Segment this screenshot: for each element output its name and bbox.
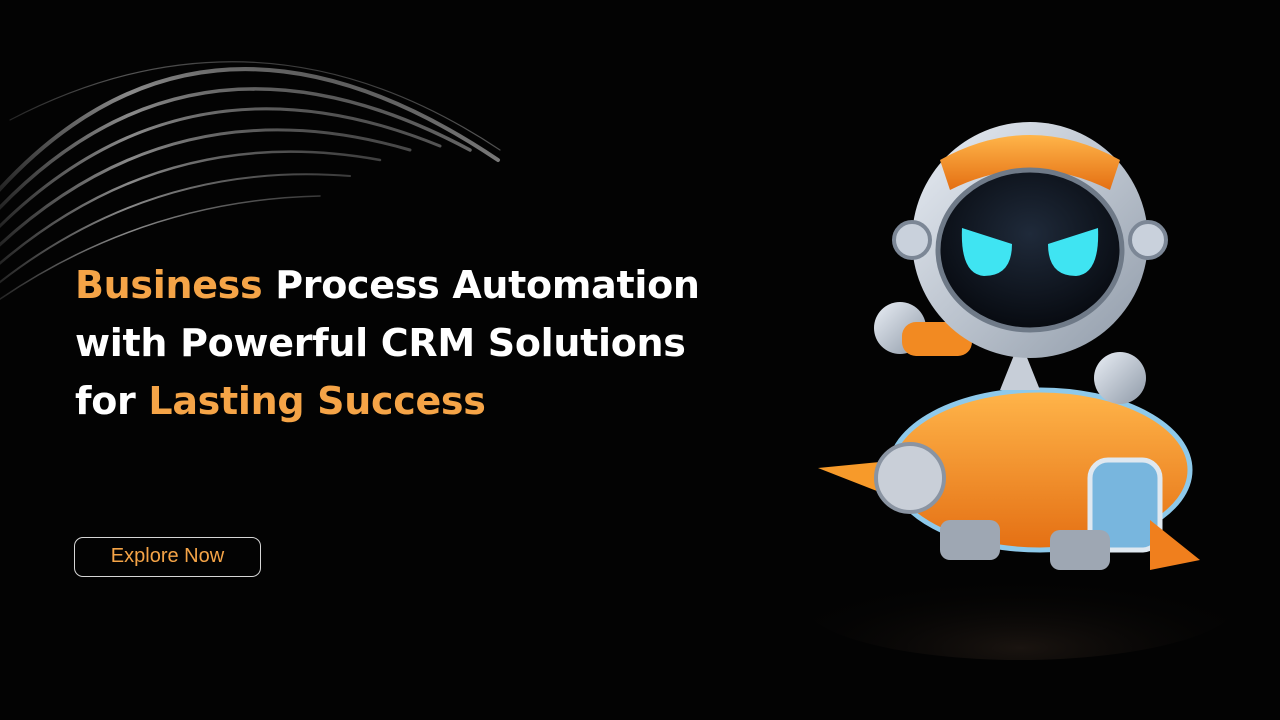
swirl-decoration: [0, 61, 501, 301]
headline-line-2: with Powerful CRM Solutions: [75, 321, 686, 365]
headline-line-1-text: Process Automation: [262, 263, 700, 307]
headline-accent-business: Business: [75, 263, 263, 307]
headline-line-1: Business Process Automation: [75, 256, 715, 314]
headline-accent-success: Lasting Success: [148, 379, 486, 423]
explore-now-button[interactable]: Explore Now: [74, 537, 261, 577]
robot-astronaut-riding-rocket-icon: [800, 122, 1230, 660]
headline-line-3: for Lasting Success: [75, 372, 715, 430]
headline-line-3-text: for: [75, 379, 149, 423]
headline: Business Process Automation with Powerfu…: [75, 256, 715, 430]
